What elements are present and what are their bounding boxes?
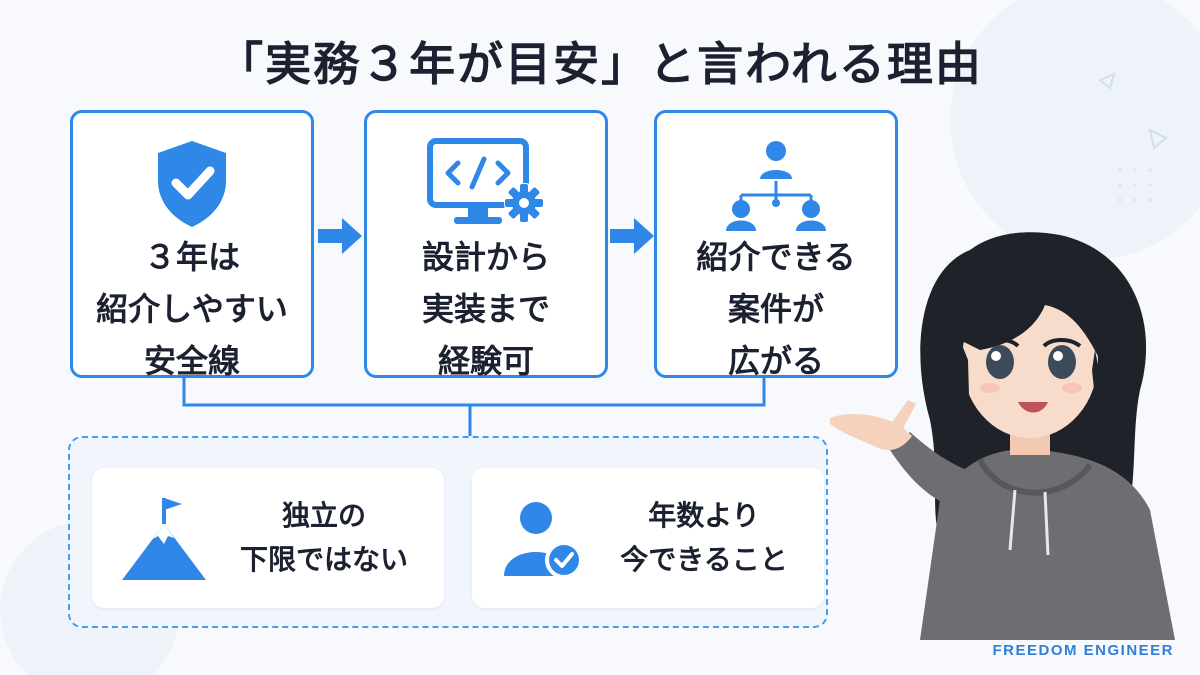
code-monitor-gear-icon <box>367 137 605 232</box>
shield-check-icon <box>73 137 311 232</box>
reason-card-text: 設計から 実装まで 経験可 <box>421 238 550 380</box>
summary-card-text: 独立の 下限ではない <box>239 499 408 576</box>
bottom-summary-box: 独立の 下限ではない 年数より 今できること <box>68 436 828 628</box>
arrow-right-icon <box>318 218 362 254</box>
reason-card-text: 紹介できる 案件が 広がる <box>696 238 856 380</box>
reason-card-2: 設計から 実装まで 経験可 <box>364 110 608 380</box>
character-illustration <box>830 232 1175 640</box>
summary-card-1: 独立の 下限ではない <box>92 468 444 608</box>
user-check-icon <box>494 490 594 590</box>
arrow-right-icon <box>610 218 654 254</box>
reason-card-text: ３年は 紹介しやすい 安全線 <box>96 238 288 380</box>
reason-card-3: 紹介できる 案件が 広がる <box>654 110 898 380</box>
summary-card-text: 年数より 今できること <box>620 499 788 576</box>
summary-card-2: 年数より 今できること <box>472 468 824 608</box>
page-title: 「実務３年が目安」と言われる理由 <box>217 37 983 91</box>
mountain-flag-icon <box>114 490 214 590</box>
network-people-icon <box>657 137 895 232</box>
brand-logo-text: FREEDOM ENGINEER <box>992 642 1174 659</box>
reason-card-1: ３年は 紹介しやすい 安全線 <box>70 110 314 380</box>
